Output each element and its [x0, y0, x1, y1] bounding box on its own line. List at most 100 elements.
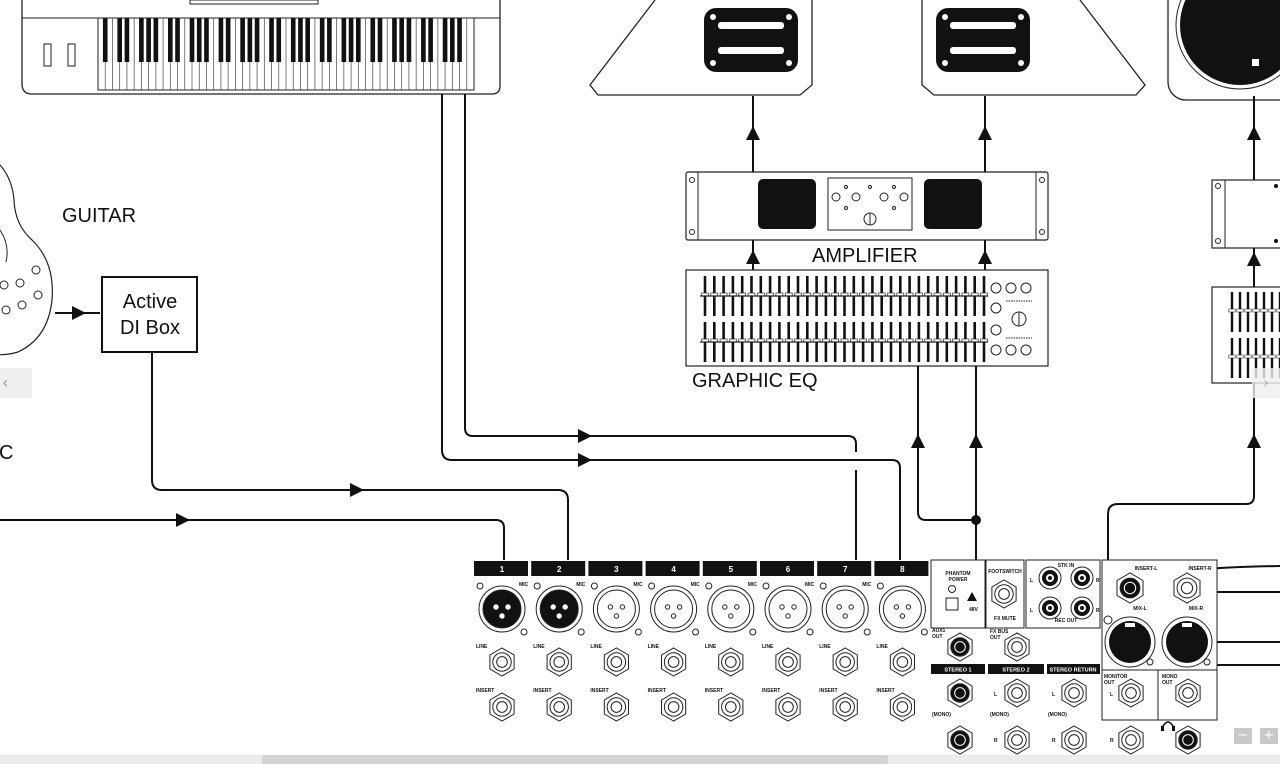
- stereo2-mono: (MONO): [990, 712, 1009, 718]
- stereo2-r: R: [994, 738, 998, 744]
- channel-mic-label: MIC: [633, 582, 643, 588]
- channel-insert-label: INSERT: [590, 688, 608, 694]
- channel-line-label: LINE: [590, 644, 602, 650]
- stk-in-l: L: [1030, 578, 1033, 584]
- amplifier: [685, 171, 1049, 241]
- guitar: [0, 164, 53, 356]
- stk-in-label: STK IN: [1058, 563, 1075, 569]
- channel-line-label: LINE: [648, 644, 660, 650]
- horizontal-scrollbar-thumb[interactable]: [262, 755, 888, 764]
- cable-junction: [971, 515, 981, 525]
- keyboard-black-keys: [102, 18, 462, 62]
- footswitch-label: FOOTSWITCH: [988, 569, 1022, 575]
- mic-label: C: [0, 442, 13, 464]
- di-box-label-line2: DI Box: [120, 317, 180, 339]
- scroll-right-button[interactable]: ›: [1252, 368, 1280, 398]
- channel-mic-label: MIC: [691, 582, 701, 588]
- phantom-label-2: POWER: [949, 577, 968, 583]
- monitor-out-label-1: MONITOR: [1104, 674, 1128, 680]
- cable-keyboard-left: [464, 94, 857, 452]
- mix-l-label: MIX-L: [1133, 606, 1147, 612]
- channel-number: 6: [786, 565, 791, 574]
- aux1-label-2: OUT: [932, 634, 943, 640]
- stereo2-label: STEREO 2: [1002, 668, 1029, 674]
- channel-insert-label: INSERT: [819, 688, 837, 694]
- channel-line-label: LINE: [705, 644, 717, 650]
- channel-number: 1: [500, 565, 505, 574]
- mix-r-label: MIX-R: [1189, 606, 1204, 612]
- stereo2-l: L: [994, 692, 997, 698]
- channel-insert-label: INSERT: [533, 688, 551, 694]
- channel-line-label: LINE: [819, 644, 831, 650]
- stereo-return-mono: (MONO): [1048, 712, 1067, 718]
- channel-line-label: LINE: [762, 644, 774, 650]
- cable-monitor: [1107, 383, 1255, 640]
- amplifier-label: AMPLIFIER: [812, 245, 918, 267]
- cable-mic-ch1: [0, 519, 505, 560]
- graphic-eq: [685, 269, 1049, 367]
- channel-insert-label: INSERT: [648, 688, 666, 694]
- channel-mic-label: MIC: [805, 582, 815, 588]
- monitor-out-l: L: [1110, 692, 1113, 698]
- signal-arrows: [72, 126, 1261, 527]
- channel-insert-label: INSERT: [762, 688, 780, 694]
- zoom-in-button[interactable]: +: [1260, 728, 1278, 744]
- channel-mic-label: MIC: [862, 582, 872, 588]
- fx-bus-label-2: OUT: [990, 635, 1001, 641]
- channel-mic-label: MIC: [576, 582, 586, 588]
- channel-number: 7: [843, 565, 848, 574]
- zoom-out-button[interactable]: −: [1234, 728, 1252, 744]
- stereo1-label: STEREO 1: [944, 668, 971, 674]
- di-box-label-line1: Active: [123, 291, 177, 313]
- channel-number: 2: [557, 565, 562, 574]
- stereo-return-l: L: [1052, 692, 1055, 698]
- monitor-out-r: R: [1110, 738, 1114, 744]
- scroll-left-button[interactable]: ‹: [0, 368, 32, 398]
- channel-insert-label: INSERT: [705, 688, 723, 694]
- monitor-amplifier-partial: [1211, 179, 1280, 249]
- monitor-speaker: [1167, 0, 1280, 101]
- guitar-label: GUITAR: [62, 205, 136, 227]
- mono-out-label-1: MONO: [1162, 674, 1178, 680]
- stereo-return-label: STEREO RETURN: [1049, 668, 1096, 674]
- mixer-output-jacks: [947, 566, 1213, 755]
- cable-mixer-eq-left: [917, 366, 976, 521]
- rec-out-label: REC OUT: [1055, 618, 1078, 624]
- horizontal-scrollbar[interactable]: [0, 755, 1280, 764]
- fx-mute-label: FX MUTE: [994, 616, 1017, 622]
- channel-number: 5: [729, 565, 734, 574]
- channel-mic-label: MIC: [519, 582, 529, 588]
- speaker-right: [921, 0, 1146, 96]
- insert-r-label: INSERT-R: [1188, 566, 1212, 572]
- rec-out-l: L: [1030, 608, 1033, 614]
- channel-line-label: LINE: [876, 644, 888, 650]
- channel-line-label: LINE: [476, 644, 488, 650]
- keyboard: [21, 0, 501, 95]
- channel-insert-label: INSERT: [476, 688, 494, 694]
- insert-l-label: INSERT-L: [1135, 566, 1158, 572]
- mono-out-label-2: OUT: [1162, 680, 1173, 686]
- stereo1-mono: (MONO): [932, 712, 951, 718]
- phantom-label-1: PHANTOM: [945, 571, 970, 577]
- monitor-out-label-2: OUT: [1104, 680, 1115, 686]
- graphic-eq-label: GRAPHIC EQ: [692, 370, 818, 392]
- aux1-label-1: AUX1: [932, 628, 946, 634]
- channel-number: 4: [671, 565, 676, 574]
- channel-insert-label: INSERT: [876, 688, 894, 694]
- fx-bus-label-1: FX BUS: [990, 629, 1009, 635]
- channel-line-label: LINE: [533, 644, 545, 650]
- cable-di-ch2: [151, 353, 569, 560]
- channel-number: 3: [614, 565, 619, 574]
- stereo-return-r: R: [1052, 738, 1056, 744]
